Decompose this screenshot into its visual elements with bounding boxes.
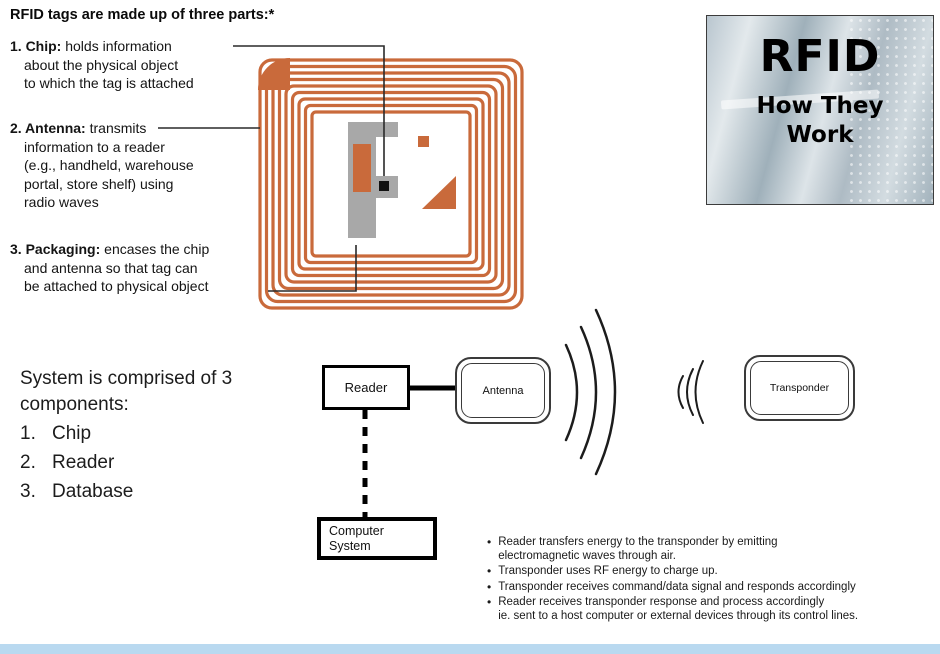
note-item: Reader transfers energy to the transpond… <box>487 536 935 563</box>
orange-square-mark <box>418 136 429 147</box>
orange-triangle-mark <box>422 176 456 209</box>
system-item-label: Reader <box>52 452 115 473</box>
part-antenna-term: 2. Antenna: <box>10 120 86 136</box>
part-chip-text: holds information about the physical obj… <box>24 38 194 91</box>
reader-box: Reader <box>322 365 410 410</box>
antenna-coil <box>258 58 524 310</box>
part-item-antenna: 2. Antenna: transmits information to a r… <box>10 119 276 212</box>
card-subtitle: How They Work <box>756 93 884 148</box>
rfid-tag-illustration <box>258 58 524 310</box>
system-item-label: Database <box>52 481 134 502</box>
system-item-number: 3. <box>20 481 36 502</box>
part-packaging-term: 3. Packaging: <box>10 241 101 257</box>
transponder-label: Transponder <box>769 382 830 394</box>
part-chip-term: 1. Chip: <box>10 38 62 54</box>
part-packaging-text: encases the chip and antenna so that tag… <box>24 241 210 294</box>
note-text: Transponder uses RF energy to charge up. <box>498 565 718 577</box>
title-card: RFID How They Work <box>706 15 934 205</box>
note-item: Transponder receives command/data signal… <box>487 581 935 595</box>
antenna-box-inner: Antenna <box>461 363 545 418</box>
bottom-accent-bar <box>0 644 940 654</box>
system-intro: System is comprised of 3 components: <box>20 368 233 415</box>
system-item-number: 2. <box>20 452 36 473</box>
part-antenna-text: transmits information to a reader (e.g.,… <box>24 120 194 210</box>
chip-die <box>379 181 389 191</box>
system-item-label: Chip <box>52 423 92 444</box>
system-item-number: 1. <box>20 423 36 444</box>
chip-structure <box>348 122 398 238</box>
note-item: Transponder uses RF energy to charge up. <box>487 565 935 579</box>
system-item-reader: 2. Reader <box>20 449 270 476</box>
antenna-label: Antenna <box>482 384 524 397</box>
system-item-chip: 1. Chip <box>20 420 270 447</box>
note-text: Reader transfers energy to the transpond… <box>498 536 778 562</box>
main-title: RFID tags are made up of three parts:* <box>10 7 275 23</box>
transponder-box: Transponder <box>744 355 855 421</box>
part-item-chip: 1. Chip: holds information about the phy… <box>10 37 276 93</box>
note-text: Transponder receives command/data signal… <box>498 580 856 593</box>
transponder-box-inner: Transponder <box>750 361 849 415</box>
computer-system-label: Computer System <box>329 524 384 553</box>
antenna-radio-waves <box>564 308 617 476</box>
computer-system-box: Computer System <box>317 517 437 560</box>
system-components-block: System is comprised of 3 components: 1. C… <box>20 366 270 505</box>
reader-label: Reader <box>344 380 388 395</box>
note-text: Reader receives transponder response and… <box>498 596 859 622</box>
system-item-database: 3. Database <box>20 478 270 505</box>
note-item: Reader receives transponder response and… <box>487 596 935 623</box>
transponder-radio-waves <box>677 360 704 424</box>
part-item-packaging: 3. Packaging: encases the chip and anten… <box>10 240 276 296</box>
card-title: RFID <box>759 31 881 82</box>
antenna-box: Antenna <box>455 357 551 424</box>
process-notes: Reader transfers energy to the transpond… <box>487 536 935 625</box>
